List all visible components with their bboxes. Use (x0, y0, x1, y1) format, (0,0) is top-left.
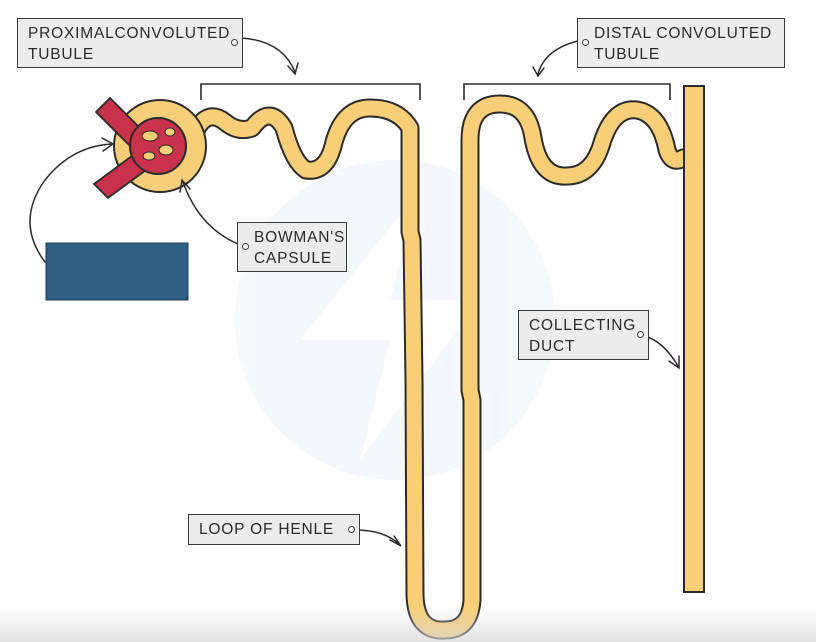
label-proximal-convoluted-tubule: PROXIMAL CONVOLUTED TUBULE (17, 18, 243, 68)
label-distal-convoluted-tubule: DISTAL CONVOLUTED TUBULE (577, 18, 785, 68)
label-text: LOOP OF HENLE (199, 521, 335, 538)
label-text: DISTAL (594, 25, 652, 42)
label-bowmans-capsule: BOWMAN'S CAPSULE (237, 222, 347, 272)
pct-bracket (200, 83, 421, 100)
dct-bracket (463, 83, 671, 100)
collecting-duct (683, 85, 705, 593)
label-text: CAPSULE (254, 250, 332, 267)
label-text: COLLECTING (529, 317, 637, 334)
label-text: BOWMAN'S (254, 229, 346, 246)
blank-label-arrow (29, 143, 113, 263)
collecting-arrow (644, 335, 679, 367)
label-text: DUCT (529, 338, 576, 355)
watermark-logo (235, 160, 555, 480)
bowman-arrow (182, 181, 244, 247)
hidden-label-box (45, 242, 189, 301)
label-collecting-duct: COLLECTING DUCT (518, 310, 649, 360)
bottom-fade (0, 606, 816, 642)
label-text: CONVOLUTED (114, 25, 231, 42)
dct-arrow (537, 39, 583, 75)
loop-arrow (354, 529, 401, 546)
label-loop-of-henle: LOOP OF HENLE (188, 514, 360, 545)
label-text: TUBULE (594, 46, 660, 63)
label-text: TUBULE (28, 46, 94, 63)
pct-arrow (239, 37, 296, 73)
glomerulus (129, 117, 187, 175)
label-text: PROXIMAL (28, 25, 115, 42)
label-text: CONVOLUTED (656, 25, 772, 42)
